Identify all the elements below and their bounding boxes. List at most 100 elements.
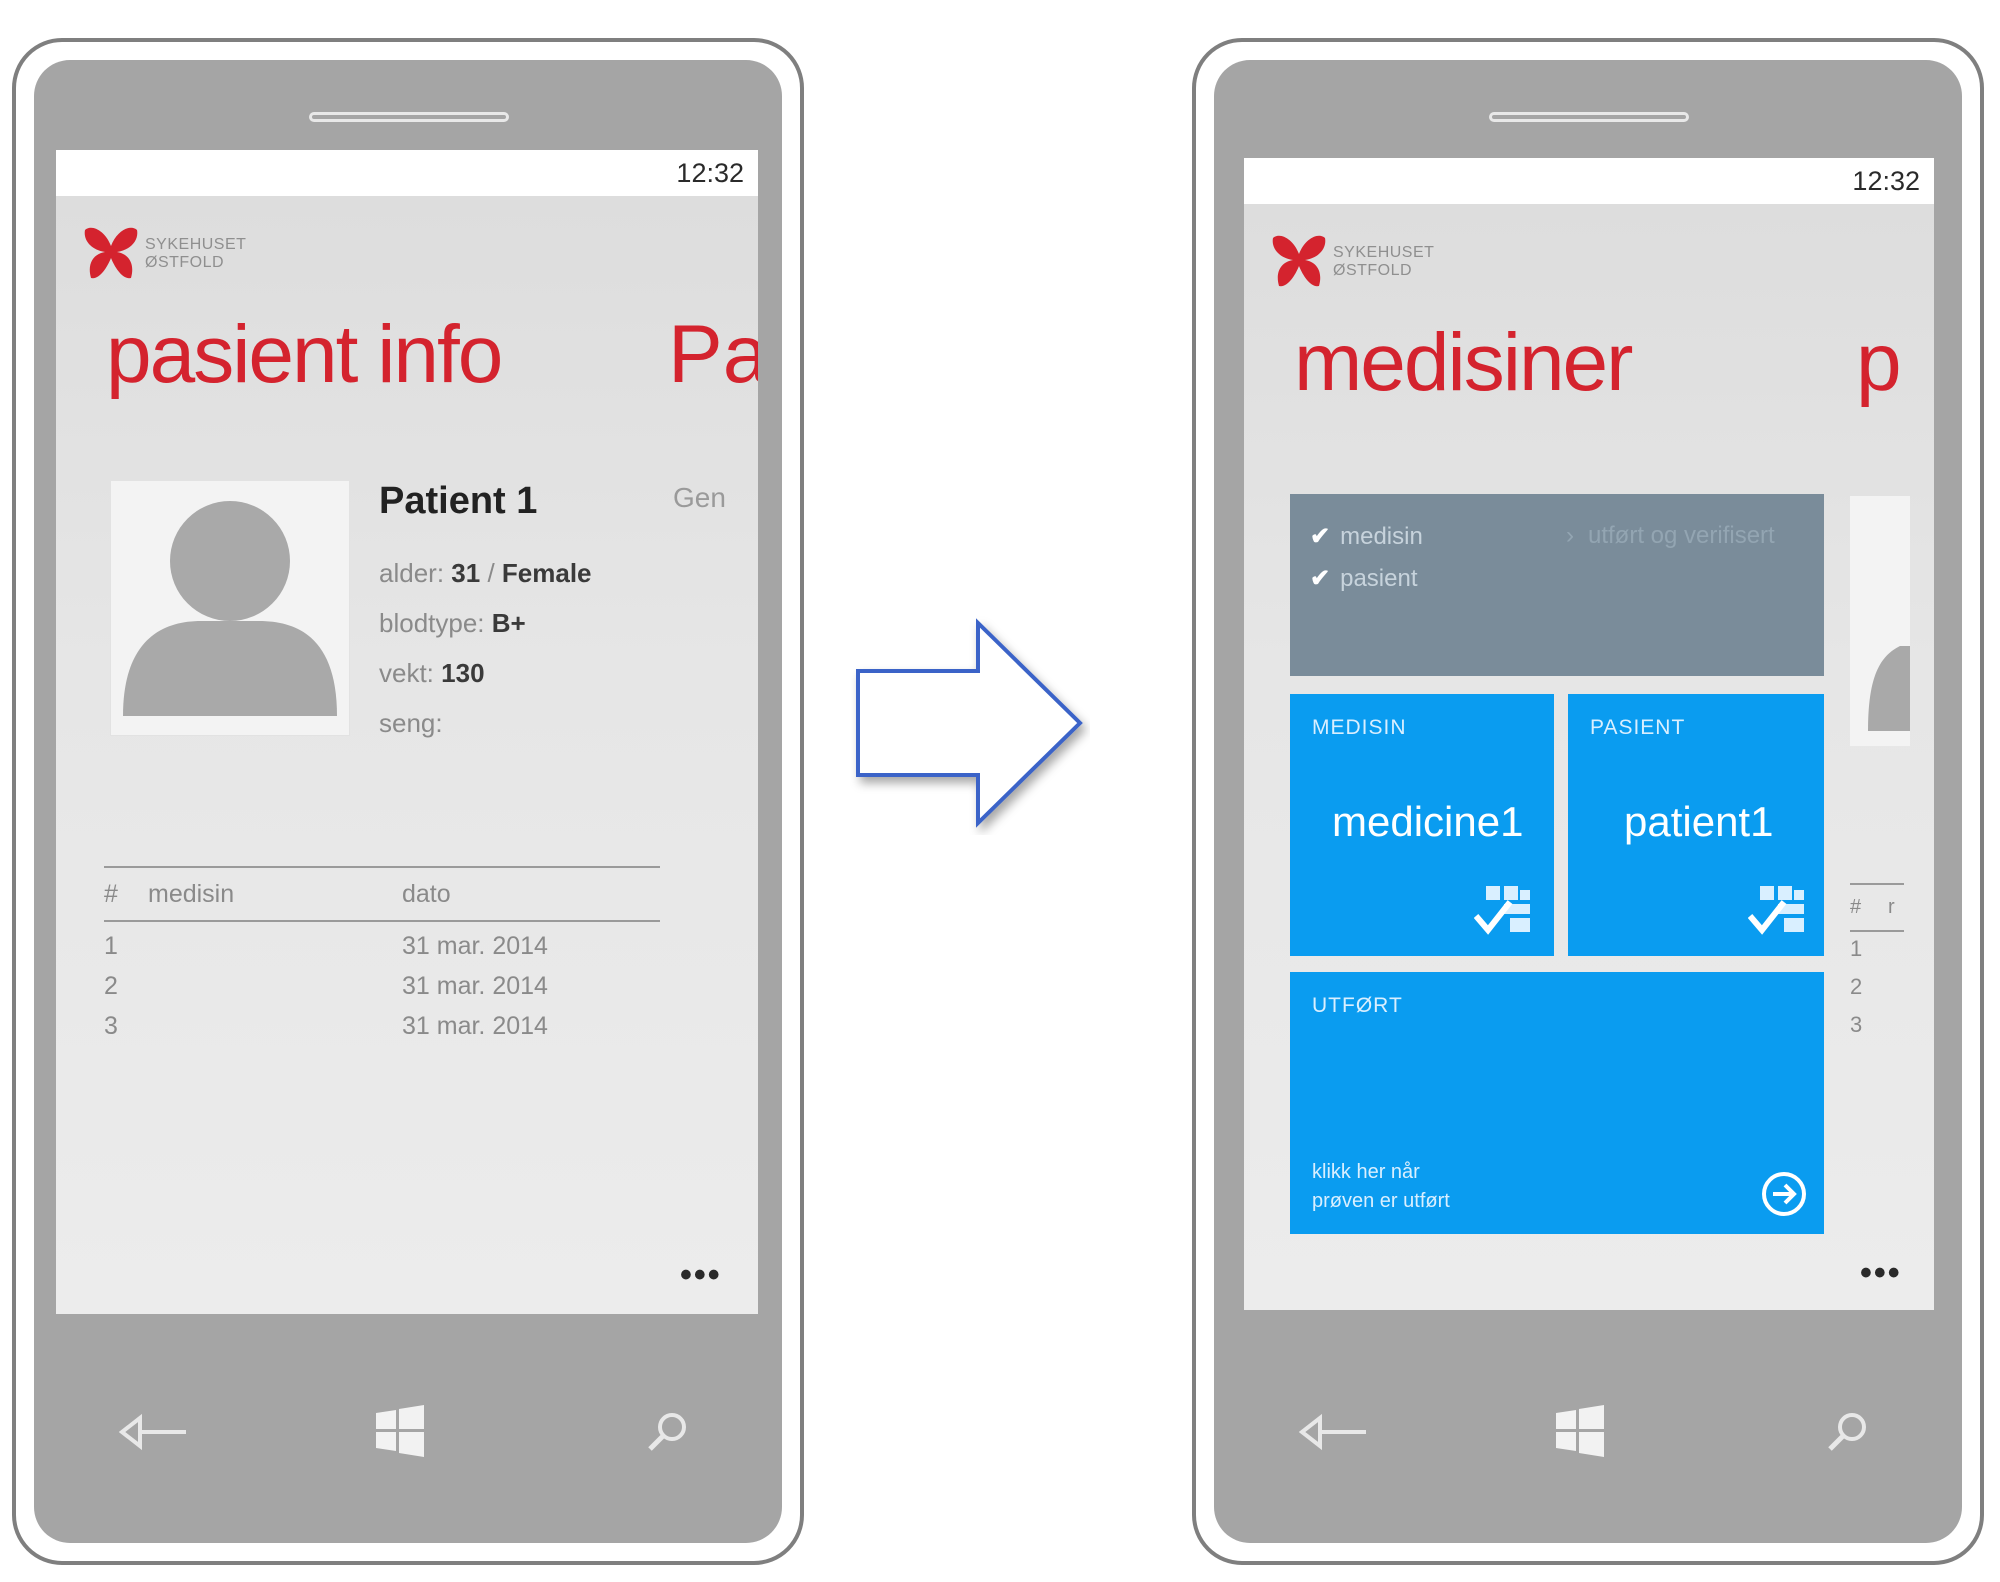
checkmark-icon: ✔ xyxy=(1310,523,1331,550)
next-pivot-photo-peek xyxy=(1850,496,1910,746)
age-value: 31 xyxy=(451,558,481,588)
phone-body: 12:32 SYKEHUSET ØSTFOLD pasient info Pa xyxy=(34,60,782,1543)
table-header-medisin: medisin xyxy=(148,880,235,908)
tile-value: medicine1 xyxy=(1332,798,1524,845)
utfort-tile[interactable]: UTFØRT klikk her når prøven er utført xyxy=(1290,972,1824,1234)
patient-name: Patient 1 xyxy=(379,480,538,522)
check-item-pasient: ✔pasient xyxy=(1310,564,1418,593)
back-arrow-icon xyxy=(118,1413,186,1451)
earpiece xyxy=(1489,112,1689,122)
patient-avatar xyxy=(110,480,350,736)
side-row-num: 2 xyxy=(1850,974,1863,999)
pasient-tile[interactable]: PASIENT patient1 xyxy=(1568,694,1824,956)
age-label: alder: xyxy=(379,558,445,588)
check-item-medisin: ✔ medisin xyxy=(1310,522,1423,551)
right-phone: 12:32 SYKEHUSET ØSTFOLD medisiner p ✔ med… xyxy=(1192,38,1984,1565)
more-menu-button[interactable]: ••• xyxy=(680,1256,722,1294)
next-step-label: utført og verifisert xyxy=(1588,522,1775,549)
tile-caption: PASIENT xyxy=(1590,716,1686,739)
table-header-divider xyxy=(104,920,660,922)
person-icon xyxy=(123,501,337,716)
search-icon xyxy=(648,1413,686,1451)
back-button[interactable] xyxy=(116,1412,188,1457)
back-arrow-icon xyxy=(1298,1413,1366,1451)
blood-line: blodtype: B+ xyxy=(379,608,526,639)
status-time: 12:32 xyxy=(676,158,744,188)
row-num: 3 xyxy=(104,1012,118,1040)
side-table-divider xyxy=(1850,883,1904,885)
chevron-right-icon: › xyxy=(1566,522,1574,549)
row-num: 2 xyxy=(104,972,118,1000)
status-next-step: › utført og verifisert xyxy=(1566,522,1775,550)
logo-line2: ØSTFOLD xyxy=(1333,262,1413,279)
left-phone: 12:32 SYKEHUSET ØSTFOLD pasient info Pa xyxy=(12,38,804,1565)
status-bar: 12:32 xyxy=(56,150,758,196)
next-page-title[interactable]: p xyxy=(1856,317,1902,408)
bed-line: seng: xyxy=(379,708,443,739)
side-label: Gen xyxy=(673,482,726,513)
next-page-title[interactable]: Pa xyxy=(668,309,758,400)
search-icon xyxy=(1828,1413,1866,1451)
checklist-tile: ✔ medisin ✔pasient › utført og verifisert xyxy=(1290,494,1824,676)
logo-line1: SYKEHUSET xyxy=(145,236,247,253)
phone-screen: 12:32 SYKEHUSET ØSTFOLD pasient info Pa xyxy=(56,150,758,1314)
check-label: medisin xyxy=(1340,523,1423,550)
more-menu-button[interactable]: ••• xyxy=(1860,1254,1902,1292)
age-line: alder: 31 / Female xyxy=(379,558,592,589)
table-header-num: # xyxy=(104,880,118,908)
start-button[interactable] xyxy=(374,1405,426,1462)
start-button[interactable] xyxy=(1554,1405,1606,1462)
footer-line1: klikk her når xyxy=(1312,1161,1420,1183)
weight-line: vekt: 130 xyxy=(379,658,485,689)
logo-text: SYKEHUSET ØSTFOLD xyxy=(145,236,246,272)
arrow-circle-icon[interactable] xyxy=(1760,1170,1808,1218)
page-title: medisiner xyxy=(1294,317,1633,408)
blood-value: B+ xyxy=(491,608,526,638)
tile-caption: MEDISIN xyxy=(1312,716,1407,739)
side-table-header-col: r xyxy=(1888,896,1895,918)
weight-label: vekt: xyxy=(379,658,434,688)
windows-icon xyxy=(376,1405,424,1457)
windows-icon xyxy=(1556,1405,1604,1457)
hospital-logo: SYKEHUSET ØSTFOLD xyxy=(1271,232,1471,292)
phone-screen: 12:32 SYKEHUSET ØSTFOLD medisiner p ✔ med… xyxy=(1244,158,1934,1310)
row-date: 31 mar. 2014 xyxy=(402,972,548,1000)
blood-label: blodtype: xyxy=(379,608,485,638)
butterfly-logo-icon xyxy=(84,227,138,279)
age-separator: / xyxy=(487,558,495,588)
tile-caption: UTFØRT xyxy=(1312,994,1403,1017)
footer-line2: prøven er utført xyxy=(1312,1190,1450,1212)
status-time: 12:32 xyxy=(1852,166,1920,196)
page-title: pasient info xyxy=(106,309,503,400)
butterfly-logo-icon xyxy=(1272,235,1326,287)
table-top-divider xyxy=(104,866,660,868)
weight-value: 130 xyxy=(441,658,485,688)
status-bar: 12:32 xyxy=(1244,158,1934,204)
row-date: 31 mar. 2014 xyxy=(402,1012,548,1040)
logo-text: SYKEHUSET ØSTFOLD xyxy=(1333,244,1434,280)
row-date: 31 mar. 2014 xyxy=(402,932,548,960)
medisin-tile[interactable]: MEDISIN medicine1 xyxy=(1290,694,1554,956)
side-table-header-num: # xyxy=(1850,896,1862,918)
tile-value: patient1 xyxy=(1624,798,1774,845)
person-icon xyxy=(1868,646,1910,731)
row-num: 1 xyxy=(104,932,118,960)
earpiece xyxy=(309,112,509,122)
side-row-num: 3 xyxy=(1850,1012,1863,1037)
logo-line1: SYKEHUSET xyxy=(1333,244,1435,261)
search-button[interactable] xyxy=(646,1410,690,1459)
side-row-num: 1 xyxy=(1850,936,1863,961)
phone-body: 12:32 SYKEHUSET ØSTFOLD medisiner p ✔ med… xyxy=(1214,60,1962,1543)
table-header-dato: dato xyxy=(402,880,451,908)
bed-label: seng: xyxy=(379,708,443,738)
back-button[interactable] xyxy=(1296,1412,1368,1457)
search-button[interactable] xyxy=(1826,1410,1870,1459)
logo-line2: ØSTFOLD xyxy=(145,254,225,271)
side-table-header-divider xyxy=(1850,930,1904,932)
hospital-logo: SYKEHUSET ØSTFOLD xyxy=(83,224,283,284)
qr-scan-icon xyxy=(1748,886,1804,935)
qr-scan-icon xyxy=(1474,886,1530,935)
tile-footer-text: klikk her når prøven er utført xyxy=(1312,1158,1450,1216)
transition-arrow-icon xyxy=(856,618,1083,828)
check-label: pasient xyxy=(1340,565,1418,592)
